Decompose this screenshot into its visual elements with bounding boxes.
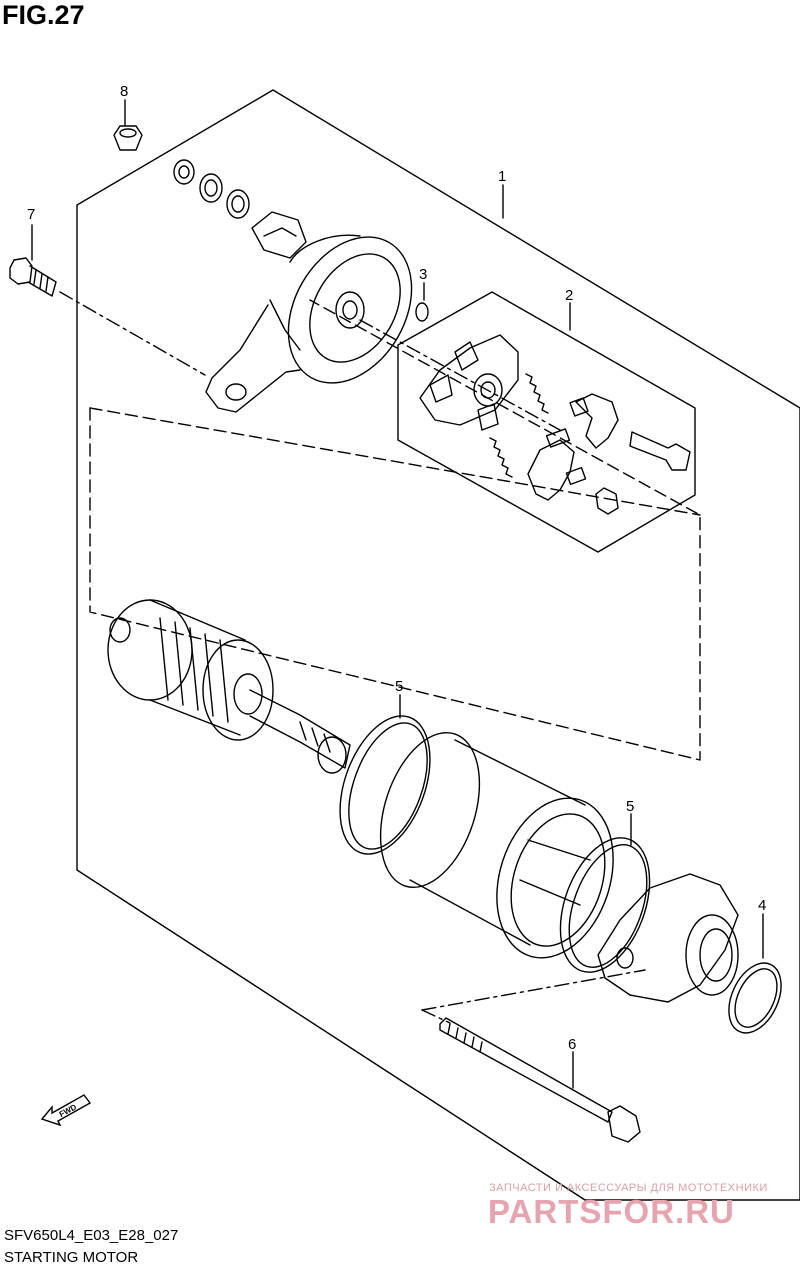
nut-part-8 <box>113 125 143 151</box>
front-bracket <box>597 873 739 1003</box>
yoke-housing <box>379 731 614 959</box>
oring-part-5-upper <box>339 715 431 855</box>
oring-part-3 <box>415 302 429 322</box>
callout-5-lower: 5 <box>626 798 634 815</box>
watermark-logo: PARTSFOR.RU <box>488 1193 735 1230</box>
watermark-subtitle: ЗАПЧАСТИ И АКСЕССУАРЫ ДЛЯ МОТОТЕХНИКИ <box>489 1182 768 1194</box>
brush-holder-box <box>397 291 696 553</box>
callout-5-upper: 5 <box>395 678 403 695</box>
washer-stack <box>173 159 307 259</box>
figure-title: FIG.27 <box>2 0 85 30</box>
figure-code: SFV650L4_E03_E28_027 <box>4 1227 179 1244</box>
inner-dashed-box <box>89 299 701 761</box>
through-bolt-part-6 <box>439 1017 641 1143</box>
fwd-arrow-icon: FWD <box>40 1094 92 1127</box>
figure-caption: STARTING MOTOR <box>4 1249 139 1266</box>
oring-part-5-lower-inner <box>568 844 648 968</box>
callout-3: 3 <box>419 266 427 283</box>
axis-bolt6 <box>421 969 646 1011</box>
oring-part-5-upper-inner <box>348 722 428 850</box>
bolt-part-7 <box>9 257 57 297</box>
brush-holder-parts <box>419 334 691 515</box>
axis-cover <box>359 319 561 431</box>
callout-2: 2 <box>565 287 573 304</box>
callout-1: 1 <box>498 168 506 185</box>
assembly-boundary <box>76 89 800 1201</box>
callout-7: 7 <box>27 206 35 223</box>
callout-6: 6 <box>568 1036 576 1053</box>
oring-part-4-inner <box>734 968 778 1028</box>
oring-part-5-lower <box>559 837 651 973</box>
callout-4: 4 <box>758 897 766 914</box>
axis-bolt6b <box>421 1009 451 1024</box>
oring-part-4 <box>728 962 782 1034</box>
axis-bolt7 <box>59 291 206 376</box>
inner-dashed-box-edge <box>89 407 701 516</box>
armature <box>107 599 351 774</box>
end-cover <box>205 234 413 413</box>
callout-8: 8 <box>120 83 128 100</box>
